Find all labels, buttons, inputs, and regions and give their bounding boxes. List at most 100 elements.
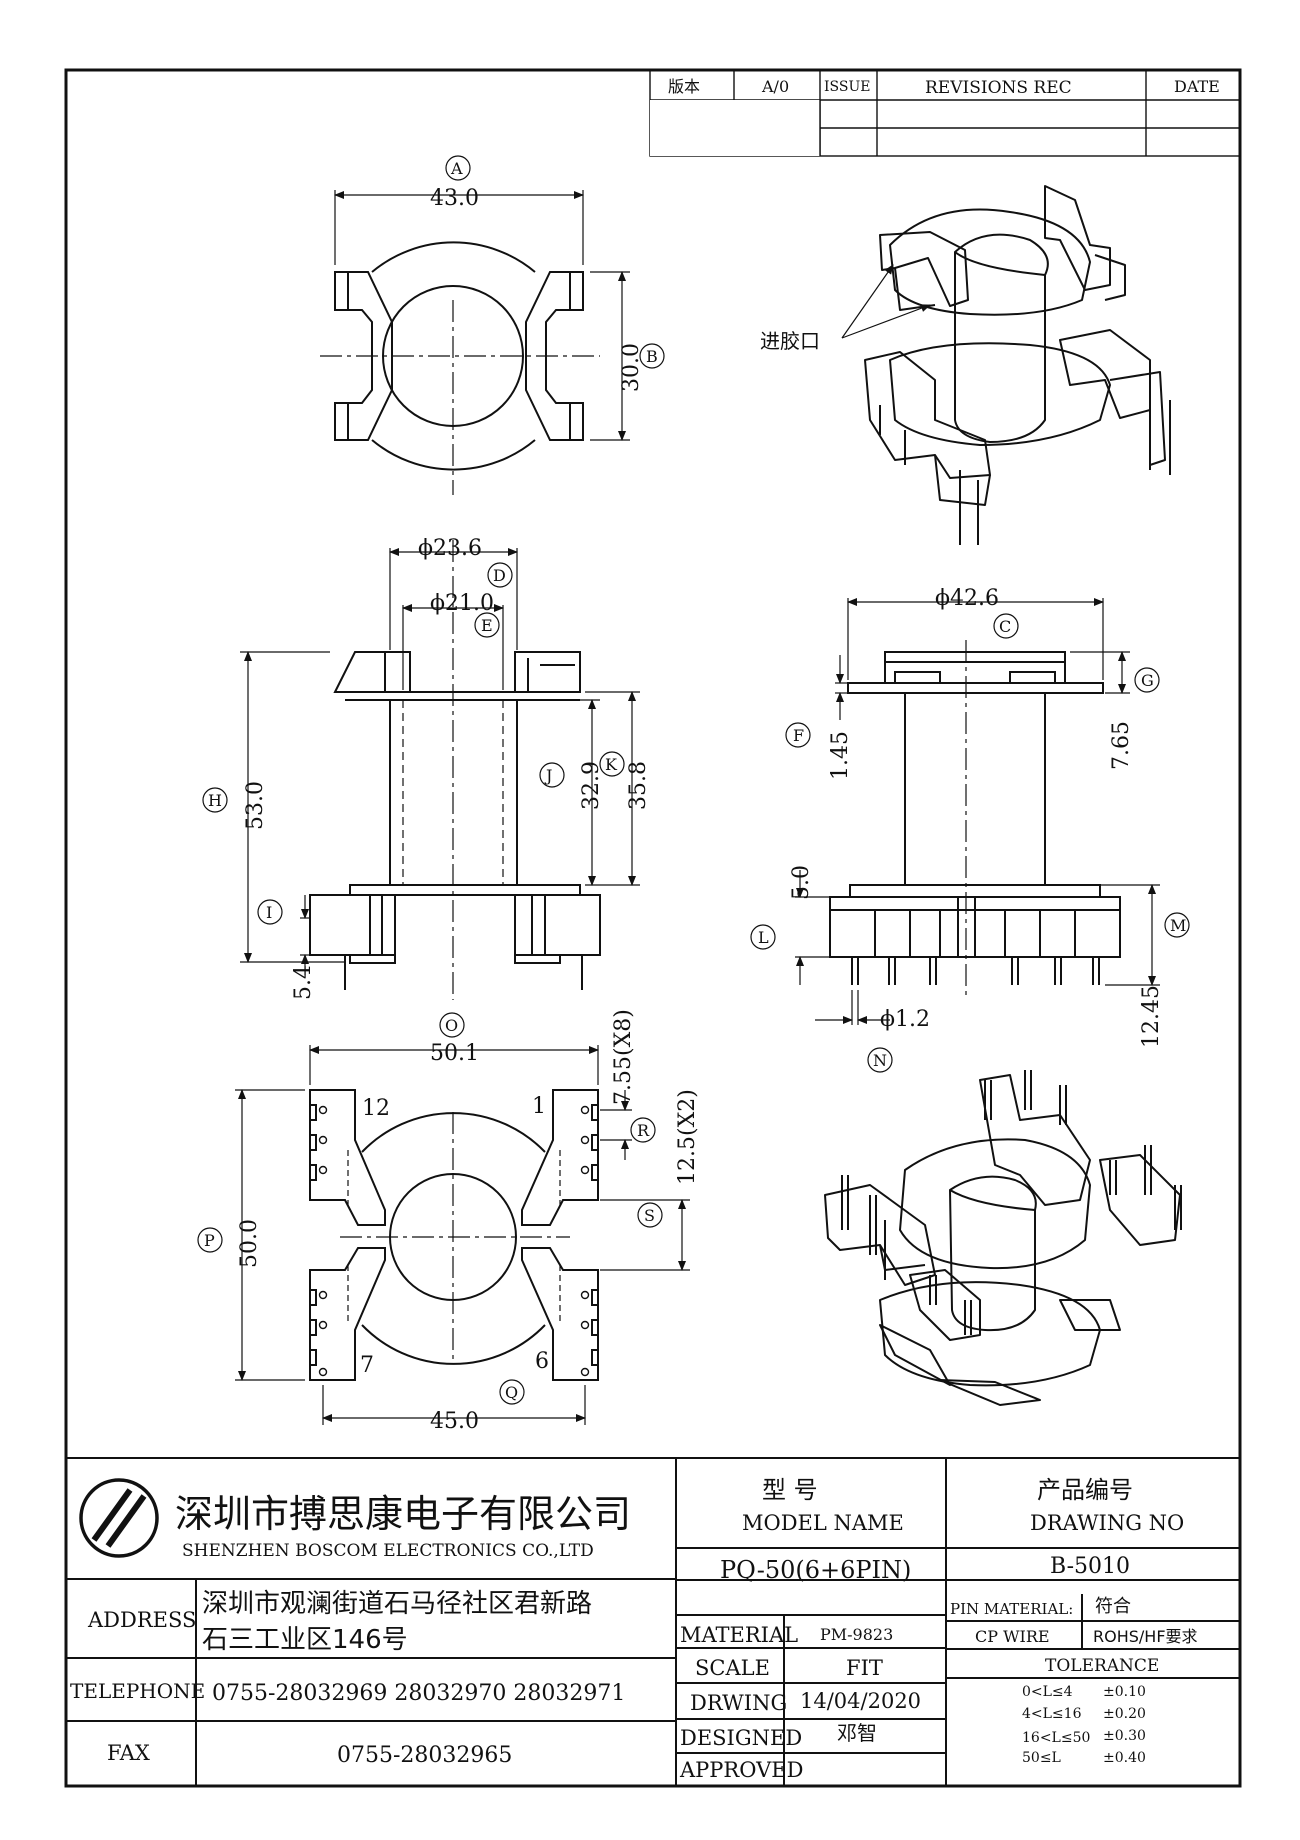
callout-f-letter: F xyxy=(793,726,804,745)
scale-value: FIT xyxy=(846,1656,883,1680)
tolerance-range: 0<L≤4 xyxy=(1022,1684,1073,1700)
company-name-en: SHENZHEN BOSCOM ELECTRONICS CO.,LTD xyxy=(182,1541,594,1561)
callout-e-letter: E xyxy=(481,616,493,635)
designed-label: DESIGNED xyxy=(680,1726,802,1750)
dim-s: 12.5(X2) xyxy=(675,1089,700,1185)
dim-m: 12.45 xyxy=(1139,985,1164,1048)
callout-r-letter: R xyxy=(637,1121,650,1140)
rohs-value: ROHS/HF要求 xyxy=(1093,1627,1198,1646)
telephone-label: TELEPHONE xyxy=(70,1679,205,1703)
tolerance-range: 4<L≤16 xyxy=(1022,1706,1082,1722)
callout-p xyxy=(197,1227,223,1253)
scale-label: SCALE xyxy=(695,1656,770,1680)
revisions-label: REVISIONS REC xyxy=(925,78,1072,98)
callout-h-letter: H xyxy=(208,791,222,810)
dim-b: 30.0 xyxy=(619,343,644,392)
tolerance-value: ±0.30 xyxy=(1103,1728,1146,1744)
iso-view-bottom xyxy=(824,1070,1182,1406)
drawing-label-cn: 产品编号 xyxy=(1037,1476,1133,1504)
pin-material-value: 符合 xyxy=(1095,1596,1131,1617)
drawing-label-en: DRAWING NO xyxy=(1030,1511,1184,1535)
issue-label: ISSUE xyxy=(824,79,870,95)
callout-o xyxy=(439,1012,465,1038)
callout-m xyxy=(1164,912,1190,938)
callout-l xyxy=(750,924,776,950)
revision-block-blank xyxy=(650,100,820,156)
callout-l-letter: L xyxy=(758,928,769,947)
gate-leaders xyxy=(841,264,931,339)
dim-k: 35.8 xyxy=(626,761,651,810)
model-value: PQ-50(6+6PIN) xyxy=(720,1556,911,1584)
drawing-value: B-5010 xyxy=(1050,1554,1130,1579)
callout-j-letter: J xyxy=(544,766,552,785)
callout-e xyxy=(474,612,500,638)
callout-f xyxy=(785,722,811,748)
callout-a-letter: A xyxy=(450,159,463,178)
dim-g: 7.65 xyxy=(1109,721,1134,770)
callout-o-letter: O xyxy=(445,1016,458,1035)
model-label-en: MODEL NAME xyxy=(742,1511,904,1535)
pin-number-6: 6 xyxy=(535,1349,549,1374)
material-label: MATERIAL xyxy=(680,1623,798,1647)
top-view-centerlines xyxy=(320,190,630,495)
company-name-cn: 深圳市搏思康电子有限公司 xyxy=(175,1492,631,1536)
pin-number-12: 12 xyxy=(362,1096,390,1121)
callout-g-letter: G xyxy=(1141,671,1154,690)
callout-b-letter: B xyxy=(646,347,658,366)
version-value: A/0 xyxy=(761,77,789,96)
callout-n xyxy=(867,1047,893,1073)
tolerance-value: ±0.40 xyxy=(1103,1750,1146,1766)
side-view-dims xyxy=(795,598,1160,1025)
bottom-view-dims xyxy=(235,1045,690,1425)
dim-h: 53.0 xyxy=(243,781,268,830)
callout-g xyxy=(1134,667,1160,693)
callout-q xyxy=(499,1379,525,1405)
tolerance-label: TOLERANCE xyxy=(1045,1656,1159,1676)
dim-d: ϕ23.6 xyxy=(418,536,482,561)
tolerance-table: 0<L≤4 ±0.10 4<L≤16 ±0.20 16<L≤50 ±0.30 5… xyxy=(1022,1684,1146,1766)
side-view xyxy=(829,651,1121,985)
approved-label: APPROVED xyxy=(679,1758,803,1782)
callout-s xyxy=(637,1202,663,1228)
pin-material-label: PIN MATERIAL: xyxy=(950,1600,1073,1618)
address-line-1: 深圳市观澜街道石马径社区君新路 xyxy=(202,1589,592,1619)
address-label: ADDRESS xyxy=(87,1608,196,1632)
dim-l: 5.0 xyxy=(789,865,814,900)
callout-i-letter: I xyxy=(266,903,272,922)
dim-p: 50.0 xyxy=(237,1219,262,1268)
dim-o: 50.1 xyxy=(430,1041,479,1066)
tolerance-range: 16<L≤50 xyxy=(1022,1730,1090,1746)
callout-d xyxy=(487,562,513,588)
callout-i xyxy=(257,899,283,925)
gate-label: 进胶口 xyxy=(760,329,820,353)
tolerance-range: 50≤L xyxy=(1022,1750,1061,1766)
tolerance-value: ±0.20 xyxy=(1103,1706,1146,1722)
callout-b xyxy=(639,343,665,369)
dim-a: 43.0 xyxy=(430,186,479,211)
fax-value: 0755-28032965 xyxy=(337,1743,512,1768)
address-line-2: 石三工业区146号 xyxy=(202,1625,408,1655)
callout-h xyxy=(202,787,228,813)
callout-n-letter: N xyxy=(873,1051,887,1070)
callout-k-letter: K xyxy=(605,755,618,774)
fax-label: FAX xyxy=(107,1741,150,1765)
callout-m-letter: M xyxy=(1170,916,1186,935)
dim-i: 5.4 xyxy=(291,965,316,1000)
revision-block xyxy=(649,69,1241,157)
front-view xyxy=(309,651,601,990)
callout-s-letter: S xyxy=(644,1206,655,1225)
version-label: 版本 xyxy=(668,77,700,96)
drwing-value: 14/04/2020 xyxy=(800,1689,921,1713)
dim-q: 45.0 xyxy=(430,1409,479,1434)
pin-number-1: 1 xyxy=(532,1094,546,1119)
bottom-view xyxy=(309,1089,599,1381)
bottom-view-pin-holes xyxy=(318,1105,590,1377)
dim-c: ϕ42.6 xyxy=(935,586,999,611)
dim-j: 32.9 xyxy=(579,761,604,810)
dim-f: 1.45 xyxy=(828,731,853,780)
cp-wire-label: CP WIRE xyxy=(975,1627,1050,1646)
dim-n: ϕ1.2 xyxy=(880,1007,930,1032)
front-view-dims xyxy=(240,540,640,1000)
callout-k xyxy=(599,751,625,777)
